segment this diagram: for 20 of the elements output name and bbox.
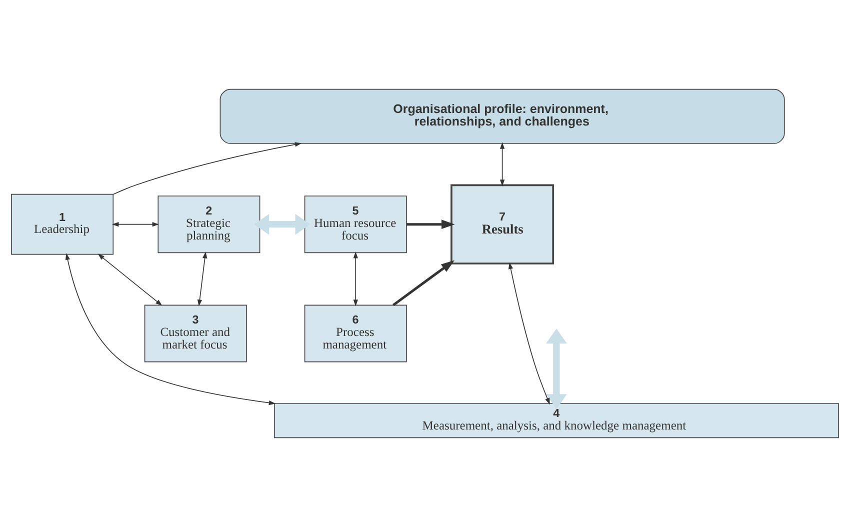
arrow — [392, 260, 454, 306]
node-box: 7 Results — [450, 184, 554, 264]
node-box: 1 Leadership — [11, 194, 114, 255]
arrow — [197, 252, 208, 306]
arrow — [98, 254, 162, 306]
arrow — [406, 220, 455, 230]
node-box: 4 Measurement, analysis, and knowledge management — [274, 403, 839, 438]
node-box: 5 Human resource focus — [304, 196, 407, 254]
arrow — [500, 142, 505, 186]
arrow — [545, 328, 567, 410]
arrow — [508, 262, 550, 405]
node-box: Organisational profile: environment, relationships, and challenges — [220, 88, 785, 144]
arrow — [65, 253, 276, 406]
arrow — [254, 214, 310, 235]
arrow — [112, 222, 160, 227]
node-box: 3 Customer and market focus — [144, 304, 247, 362]
node-box: 6 Process management — [304, 304, 407, 362]
arrow — [113, 142, 302, 195]
arrow — [353, 252, 358, 306]
node-box: 2 Strategic planning — [158, 196, 260, 254]
